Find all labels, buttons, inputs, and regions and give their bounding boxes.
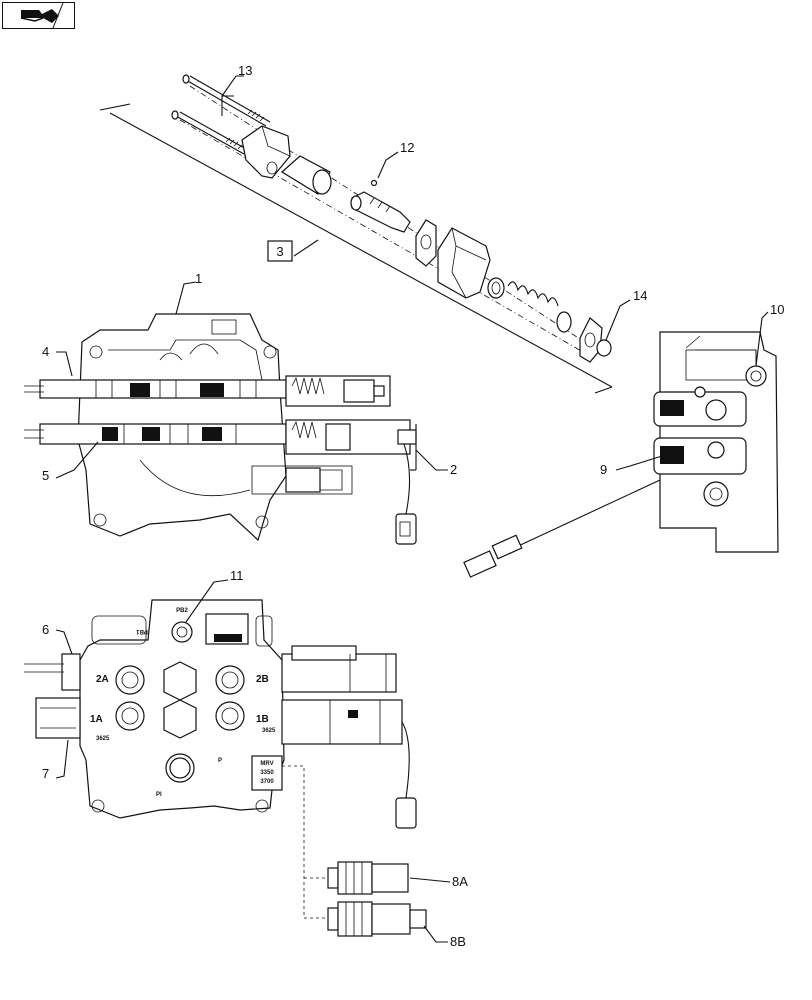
o-ring [596,339,612,357]
spool-upper [24,379,287,399]
callout-8b: 8B [450,934,466,949]
work-ports [115,661,245,783]
callout-2: 2 [450,462,457,477]
retainer [556,311,572,333]
label-mrv: MRV [260,761,273,767]
relief-cartridges [282,765,427,937]
label-pressure-1a: 3625 [96,736,110,742]
callout-13: 13 [238,63,252,78]
callout-1: 1 [195,271,202,286]
bolt-long [182,74,271,127]
label-port-pi: PI [156,792,162,798]
washer-plate [415,219,437,267]
callout-10: 10 [770,302,784,317]
spring-housing [437,227,491,299]
callout-14: 14 [633,288,647,303]
valve-front-view: PB2 PB1 2A 2B 1A 1B 3625 3625 P PI MRV 3… [24,599,417,829]
label-port-p: P [218,758,222,764]
spring [507,281,559,307]
callout-3: 3 [276,244,283,259]
nav-icon-box[interactable] [2,2,75,29]
valve-side-view [463,331,779,578]
solenoid-lower [251,419,417,495]
label-port-2a: 2A [96,674,109,685]
callout-12: 12 [400,140,414,155]
spool-adapter [350,191,411,233]
callout-5: 5 [42,468,49,483]
label-port-1b: 1B [256,714,269,725]
label-port-2b: 2B [256,674,269,685]
ball [370,179,378,187]
label-pb1: PB1 [136,628,148,634]
spring-seat [487,277,505,299]
callout-11: 11 [230,568,244,583]
callouts: 13 12 14 1 4 5 2 10 9 11 6 7 8A 8B [42,63,784,949]
label-pressure-1b: 3625 [262,728,276,734]
label-mrv-p2: 3700 [260,779,274,785]
spring-detent-upper [285,375,391,407]
cartridge-8a [327,861,409,895]
callout-7: 7 [42,766,49,781]
spool-lower [24,423,287,445]
valve-section-view [24,313,417,545]
label-mrv-p1: 3350 [260,770,274,776]
bolt-short [171,110,249,155]
cable-upper [395,424,417,545]
callout-10-target [745,365,767,387]
callout-3-box [267,240,293,262]
end-plate [579,317,603,363]
sleeve [280,155,332,195]
callout-8a: 8A [452,874,468,889]
callout-6: 6 [42,622,49,637]
label-port-1a: 1A [90,714,103,725]
page-forward-icon[interactable] [3,2,74,29]
label-pb2: PB2 [176,608,188,614]
cartridge-8b [327,901,427,937]
exploded-detail-group: 3 [99,74,613,394]
port-pb2 [171,621,193,643]
end-cap [241,125,291,179]
callout-4: 4 [42,344,49,359]
callout-9: 9 [600,462,607,477]
